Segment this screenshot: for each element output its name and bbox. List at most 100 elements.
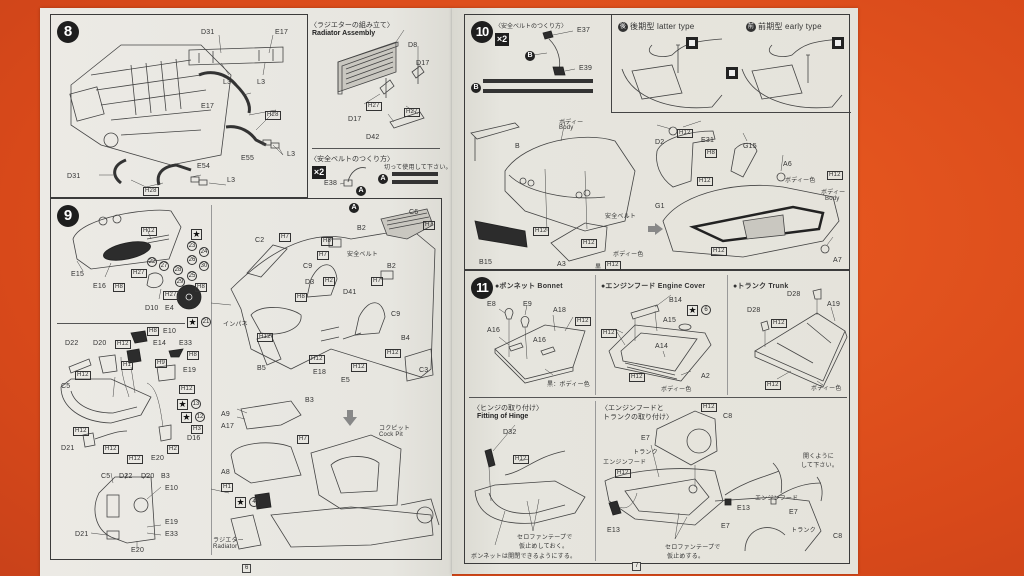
bonnet-divider [595,275,596,395]
body-en-label: Body [559,125,574,131]
label-h12-hinge: H12 [513,455,529,464]
hinge-a16-a [508,342,524,352]
gauge-decal-28: 28 [173,265,183,275]
label-h2-d3: H2 [323,277,336,286]
label-e13-side: E13 [737,505,751,512]
radiator-divider [312,148,440,149]
side-view-wheel-arch [744,527,786,552]
label-h12-b15: H12 [533,227,549,236]
early-type-badge: 前 [746,21,756,32]
leader-to-dashboard [210,302,232,306]
bonnet-title: ●ボンネット Bonnet [495,283,563,290]
label-h12-g1: H12 [697,177,713,186]
suspension-hub [416,506,434,524]
label-e37: E37 [577,27,591,34]
bonnet-color-note: 黒：ボディー色 [547,382,590,388]
step-9-panel: 9 ★ E15 E16 H8 H12 H27 H27 H8 D10 E4 23 … [50,198,442,560]
tail-light-4 [583,189,591,197]
label-d17-b: D17 [348,116,362,123]
seatbelt-jp-label: 安全ベルト [347,252,379,258]
label-g1: G1 [655,203,665,210]
label-g15: G15 [743,143,757,150]
label-b4: B4 [401,335,410,342]
side-view-open-arrow-2 [816,476,823,502]
star-marker-4: ★ [235,497,246,508]
part-e31 [668,126,678,136]
radiator-fins [345,51,394,85]
engine-cover-vents [624,362,678,380]
rear-body [504,136,636,232]
body-frame [689,205,825,243]
label-h27-b: H27 [404,108,420,117]
label-d10: D10 [145,305,159,312]
multiplier-x2-badge-b: ×2 [495,33,509,46]
down-arrow-icon [343,410,357,426]
page-number-6: 6 [242,564,252,573]
panel-b5 [256,334,282,366]
label-c8: C8 [723,413,733,420]
label-h12-e18: H12 [309,355,325,364]
label-h8-wheel: H8 [195,283,208,292]
seatbelt-buckle [343,179,353,187]
label-e4: E4 [165,305,174,312]
attach-title-1: 〈エンジンフードと [601,405,664,412]
label-d20-top: D20 [141,473,155,480]
type-comparison-box: 後後期型 latter type 前前期型 early type [611,15,851,113]
hose-d31 [113,158,127,185]
label-b3-top: B3 [161,473,170,480]
label-a3: A3 [557,261,566,268]
attach-drawing [604,410,823,552]
label-e33: E33 [179,340,193,347]
label-e7-side: E7 [789,509,798,516]
label-a15: A15 [663,317,677,324]
label-h8-e31: H8 [705,149,718,158]
label-h7-seat: H7 [317,251,330,260]
top-view-outline [94,476,156,544]
label-h8-e33: H8 [187,351,200,360]
label-h27-dash-a: H27 [131,269,147,278]
label-b3-chassis: B3 [305,397,314,404]
engine-air-box [69,86,105,122]
radiator-jp-label: ラジエター [213,538,244,544]
body-front-drawing [656,120,840,258]
label-h27-dash-b: H27 [163,291,179,300]
seatbelt-b-title: 〈安全ベルトのつくり方〉 [495,24,568,30]
label-c9-a: C9 [303,263,313,270]
door-panel-c2 [246,244,288,278]
clamp-1 [262,139,272,146]
label-a6: A6 [783,161,792,168]
hinge-note-3: ボンネットは開閉できるようにする。 [471,554,577,560]
label-h8-b2: H8 [321,237,334,246]
label-e10: E10 [163,328,177,335]
radiator-leaders [363,29,419,123]
hinge-e9 [520,316,530,328]
label-h7-c6: H7 [423,221,436,230]
label-d20: D20 [93,340,107,347]
rear-panel-b15 [474,220,528,248]
gauge-decal-23: 23 [187,241,197,251]
seatbelt-a-drawing [339,167,367,187]
part-b3 [240,400,302,430]
attach-inner [624,478,710,516]
label-e20-top: E20 [131,547,145,554]
radiator-stay-1 [379,78,395,98]
chassis-drawing [210,400,440,550]
rear-body-tail [508,174,606,199]
marker-b-belt: B [525,51,535,61]
part-d22 [68,358,92,374]
label-d3: D3 [305,279,315,286]
latter-type-badge: 後 [618,21,628,32]
label-e9: E9 [523,301,532,308]
hose-e17 [198,71,251,114]
label-a14: A14 [655,343,669,350]
fender-g15 [730,142,758,178]
label-l3-b: L3 [257,79,266,86]
part-d20 [98,354,118,374]
belt-b-stripe-2 [483,89,593,93]
frame-detail [198,49,274,63]
latter-type-drawing [621,38,843,109]
latter-type-label: 後後期型 latter type [618,21,694,32]
label-d28-side: D28 [747,307,761,314]
label-b14: B14 [669,297,683,304]
headrest-left [328,238,342,248]
